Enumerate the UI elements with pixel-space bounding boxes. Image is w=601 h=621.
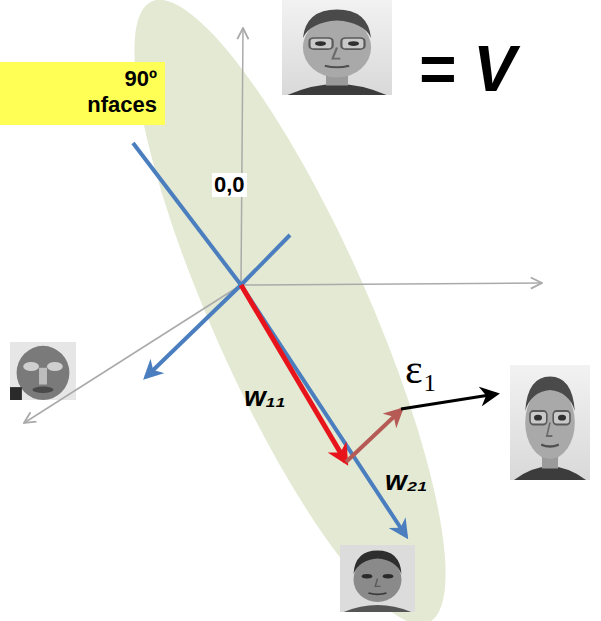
eigenface-vector — [146, 285, 241, 377]
face-photo — [510, 365, 590, 480]
mean-face-image — [340, 545, 415, 612]
diagram-label: w₁₁ — [244, 382, 286, 413]
eigenface-axis — [241, 235, 290, 285]
diagram-label: w₂₁ — [385, 466, 427, 497]
eigenface-axis — [133, 143, 241, 285]
diagram-label: ε₁ — [405, 346, 437, 392]
face-photo — [282, 0, 392, 95]
eigenface-vector — [241, 285, 406, 536]
axis-line — [241, 28, 243, 285]
weight-vector — [346, 410, 401, 462]
axis-line — [241, 283, 542, 285]
diagram-label: 0,0 — [212, 173, 247, 197]
box-text: 90º nfaces — [62, 66, 157, 119]
note-box: 90º nfaces — [0, 62, 165, 125]
weight-vector — [241, 285, 346, 462]
diagram-label: = V — [418, 34, 516, 104]
eigenface-image — [10, 342, 76, 400]
axis-line — [24, 285, 241, 423]
error-vector — [401, 394, 496, 409]
